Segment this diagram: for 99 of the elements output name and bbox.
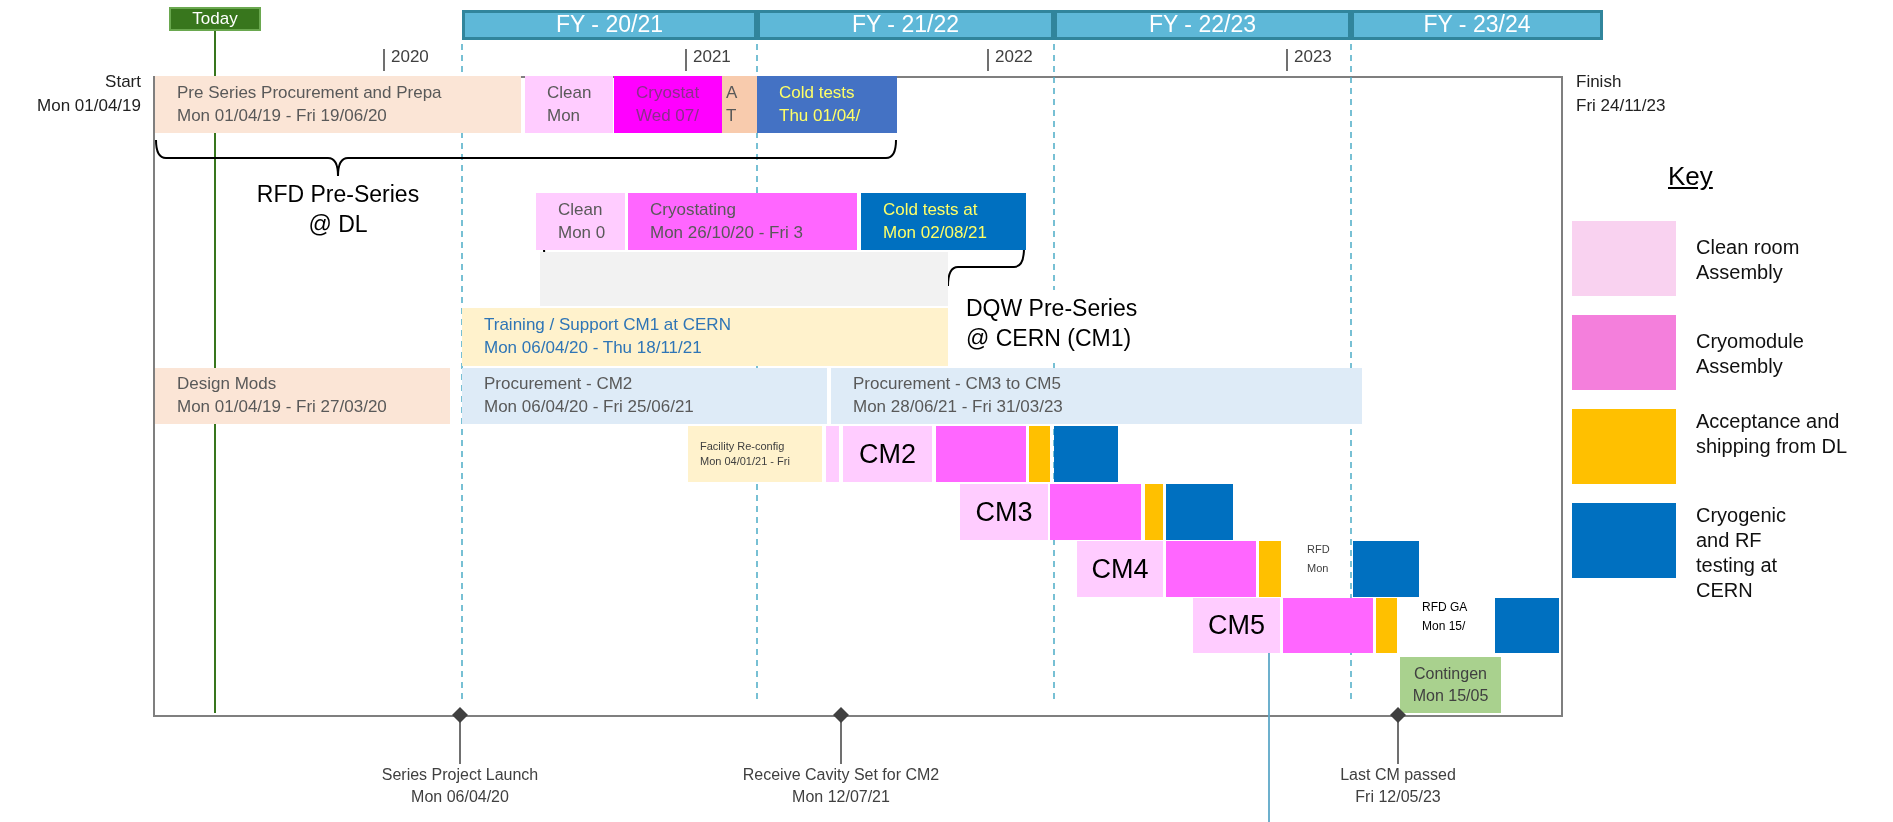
task-dates: Mon 28/06/21 - Fri 31/03/23 <box>853 396 1063 418</box>
task-bar <box>1376 598 1397 653</box>
task-name: A <box>726 81 738 104</box>
module-label: CM3 <box>975 495 1033 529</box>
year-label: 2022 <box>995 46 1033 68</box>
module-label: CM5 <box>1208 609 1265 643</box>
task-bar <box>1166 541 1256 597</box>
task-bar <box>1077 541 1163 597</box>
legend-label: Clean room Assembly <box>1696 235 1801 285</box>
year-label: 2023 <box>1294 46 1332 68</box>
fiscal-year-segment <box>462 10 757 40</box>
task-bar <box>1145 484 1163 540</box>
task-bar <box>960 484 1048 540</box>
task-dates: Mon 04/01/21 - Fri <box>700 454 790 469</box>
task-bar <box>757 76 897 133</box>
task-name: Clean <box>558 198 603 221</box>
fiscal-year-segment <box>1054 10 1351 40</box>
today-label: Today <box>192 7 238 30</box>
fiscal-year-label: FY - 23/24 <box>1423 10 1531 40</box>
task-bar <box>826 426 839 482</box>
task-name: Procurement - CM2 <box>484 373 633 396</box>
fiscal-year-label: FY - 22/23 <box>1149 10 1256 40</box>
task-bar <box>722 76 757 133</box>
task-bar <box>1283 598 1373 653</box>
task-dates: Mon 01/04/19 - Fri 19/06/20 <box>177 104 387 127</box>
milestone-date: Fri 12/05/23 <box>1355 787 1441 808</box>
task-name: Design Mods <box>177 373 277 396</box>
task-bar <box>936 426 1026 482</box>
module-label: CM4 <box>1091 552 1149 586</box>
leader-line <box>1268 652 1270 822</box>
task-bar <box>1054 426 1118 482</box>
task-bar <box>1050 484 1141 540</box>
task-bar <box>843 426 932 482</box>
task-bar <box>155 368 450 424</box>
task-dates: Mon 15/05 <box>1412 686 1489 706</box>
task-name: Procurement - CM3 to CM5 <box>853 373 1061 396</box>
task-bar <box>1029 426 1050 482</box>
year-label: 2020 <box>391 46 429 68</box>
task-bar <box>540 252 948 306</box>
task-bar <box>861 193 1026 250</box>
task-dates: Mon 26/10/20 - Fri 3 <box>650 221 804 244</box>
task-name: Cold tests at <box>883 198 978 221</box>
task-dates: Mon <box>547 104 581 127</box>
task-name: Cryostat <box>636 81 700 104</box>
milestone-date: Mon 06/04/20 <box>411 787 509 808</box>
task-name: Facility Re-config <box>700 439 785 454</box>
task-bar <box>688 426 822 482</box>
milestone-name: Last CM passed <box>1340 765 1456 785</box>
fiscal-year-segment <box>757 10 1054 40</box>
task-bar <box>1259 541 1281 597</box>
task-name: Cryostating <box>650 198 736 221</box>
fiscal-year-label: FY - 21/22 <box>852 10 959 40</box>
task-name: Pre Series Procurement and Prepa <box>177 81 442 104</box>
task-name: RFD <box>1307 542 1330 557</box>
task-dates: Mon 06/04/20 - Fri 25/06/21 <box>484 396 694 418</box>
axis-label: Start <box>104 71 141 93</box>
task-bar <box>462 308 948 366</box>
axis-label: Finish <box>1576 71 1622 93</box>
task-bar <box>1353 541 1419 597</box>
milestone-name: Series Project Launch <box>381 765 539 785</box>
task-name: Clean <box>547 81 592 104</box>
task-name: RFD GA <box>1422 600 1468 616</box>
task-name: Training / Support CM1 at CERN <box>484 314 731 337</box>
task-bar <box>1495 598 1559 653</box>
task-bar <box>155 76 521 133</box>
task-bar <box>614 76 722 133</box>
task-dates: Mon <box>1307 561 1329 576</box>
task-dates: Mon 06/04/20 - Thu 18/11/21 <box>484 337 702 359</box>
legend-label: Acceptance and shipping from DL <box>1696 409 1849 459</box>
legend-title: Key <box>1668 160 1713 193</box>
task-dates: Mon 01/04/19 - Fri 27/03/20 <box>177 396 387 418</box>
legend-label: Cryomodule Assembly <box>1696 329 1805 379</box>
fiscal-year-label: FY - 20/21 <box>556 10 663 40</box>
task-bar <box>1166 484 1233 540</box>
milestone-date: Mon 12/07/21 <box>792 787 890 808</box>
task-name: Cold tests <box>779 81 855 104</box>
milestone-name: Receive Cavity Set for CM2 <box>742 765 940 785</box>
legend-label: Cryogenic and RF testing at CERN <box>1696 503 1788 603</box>
fiscal-year-segment <box>1351 10 1603 40</box>
group-label: RFD Pre-Series @ DL <box>255 180 421 239</box>
task-dates: Mon 0 <box>558 221 606 244</box>
task-dates: T <box>726 104 737 127</box>
task-bar <box>462 368 827 424</box>
task-dates: Mon 15/ <box>1422 619 1466 635</box>
task-bar <box>1400 657 1501 713</box>
date-label: Mon 01/04/19 <box>36 95 141 117</box>
task-bar <box>525 76 613 133</box>
task-bar <box>1193 598 1280 653</box>
module-label: CM2 <box>859 437 916 471</box>
today-marker <box>169 7 261 31</box>
date-label: Fri 24/11/23 <box>1576 95 1666 117</box>
task-name: Contingen <box>1414 664 1487 685</box>
task-dates: Mon 02/08/21 <box>883 221 987 244</box>
task-bar <box>628 193 857 250</box>
task-dates: Thu 01/04/ <box>779 104 861 127</box>
task-bar <box>536 193 625 250</box>
year-label: 2021 <box>693 46 731 68</box>
task-dates: Wed 07/ <box>636 104 699 127</box>
task-bar <box>831 368 1362 424</box>
